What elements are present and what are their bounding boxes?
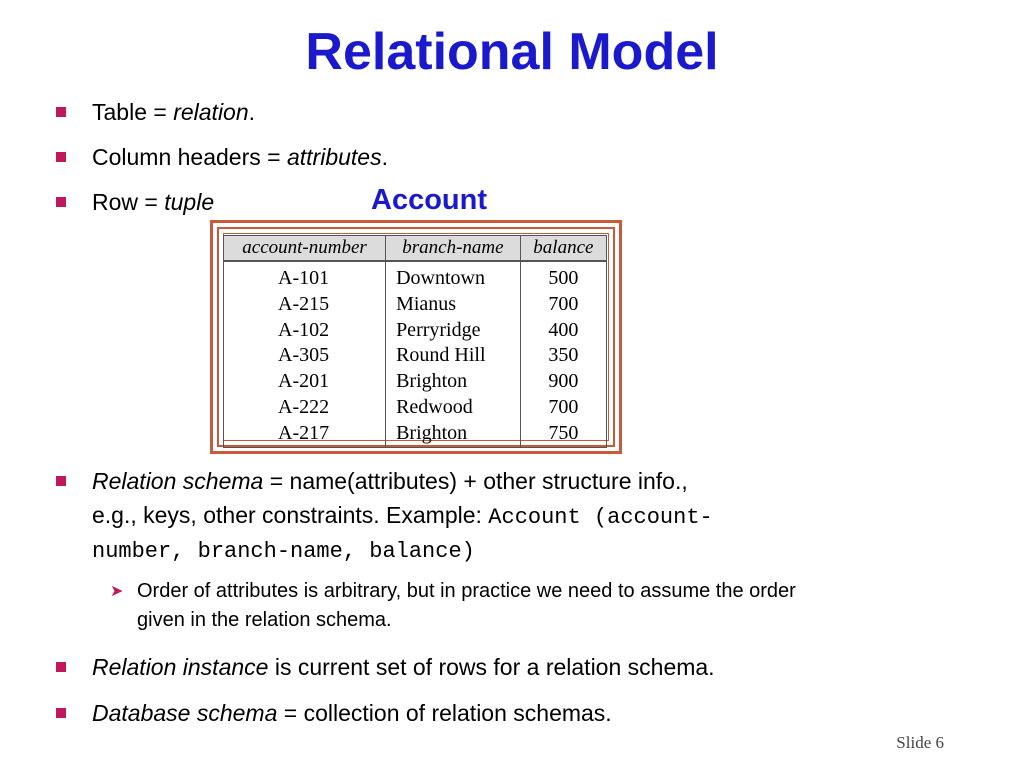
cell-account-number: A-215 [222,291,387,318]
cell-branch-name: Mianus [385,291,521,318]
cell-account-number: A-201 [222,369,387,395]
cell-balance: 400 [519,317,608,344]
bullet-text: = collection of relation schemas. [277,700,612,726]
arrow-bullet-icon: ➤ [110,583,124,600]
square-bullet-icon [56,662,66,672]
cell-branch-name: Redwood [385,394,521,421]
bullet-text: is current set of rows for a relation sc… [268,654,715,680]
square-bullet-icon [56,107,66,117]
bullet-term: Table = [92,99,174,125]
cell-balance: 900 [519,369,608,395]
table-row: A-101 Downtown 500 [222,260,608,292]
table-row: A-222 Redwood 700 [222,394,608,421]
table-row: A-215 Mianus 700 [222,291,608,318]
square-bullet-icon [56,708,66,718]
bullet-emphasis: attributes [286,144,382,170]
cell-account-number: A-101 [222,260,387,292]
column-header: branch-name [385,235,521,262]
column-header: account-number [222,235,387,262]
square-bullet-icon [56,476,66,486]
slide-number: Slide 6 [896,733,944,752]
table-row: A-305 Round Hill 350 [222,343,608,370]
table-row: A-217 Brighton 750 [222,420,608,448]
square-bullet-icon [56,197,66,207]
cell-balance: 700 [519,394,608,421]
bullet-term: Row = [92,189,165,215]
sub-bullet-line: Order of attributes is arbitrary, but in… [137,580,796,602]
cell-account-number: A-305 [222,343,387,370]
schema-code: Account (account- [488,505,713,530]
slide-title: Relational Model [305,23,719,81]
bullet-tail: . [248,99,256,125]
bullet-tail: . [381,144,388,170]
cell-branch-name: Brighton [385,420,521,448]
cell-account-number: A-217 [222,420,387,448]
table-row: A-102 Perryridge 400 [222,317,608,344]
cell-branch-name: Brighton [385,369,521,395]
account-table: account-number branch-name balance A-101… [222,235,608,448]
bullet-text: e.g., keys, other constraints. Example: [92,502,489,528]
sub-bullet-line: given in the relation schema. [137,609,392,631]
cell-balance: 350 [519,343,608,370]
account-table-frame: account-number branch-name balance A-101… [210,220,622,454]
table-caption: Account [371,184,487,216]
table-header-row: account-number branch-name balance [222,235,608,262]
bullet-text: = name(attributes) + other structure inf… [263,468,688,494]
bullet-emphasis: tuple [164,189,215,215]
cell-branch-name: Round Hill [385,343,521,370]
bullet-emphasis: Relation instance [92,654,269,680]
bullet-emphasis: Database schema [92,700,278,726]
schema-code: number, branch-name, balance) [92,539,475,564]
bullet-term: Column headers = [92,144,287,170]
cell-balance: 500 [519,260,608,292]
bullet-emphasis: relation [173,99,249,125]
table-row: A-201 Brighton 900 [222,369,608,395]
square-bullet-icon [56,152,66,162]
bullet-emphasis: Relation schema [92,468,264,494]
cell-balance: 750 [519,420,608,448]
cell-balance: 700 [519,291,608,318]
cell-account-number: A-102 [222,317,387,344]
cell-account-number: A-222 [222,394,387,421]
cell-branch-name: Perryridge [385,317,521,344]
column-header: balance [519,235,608,262]
cell-branch-name: Downtown [385,260,521,292]
